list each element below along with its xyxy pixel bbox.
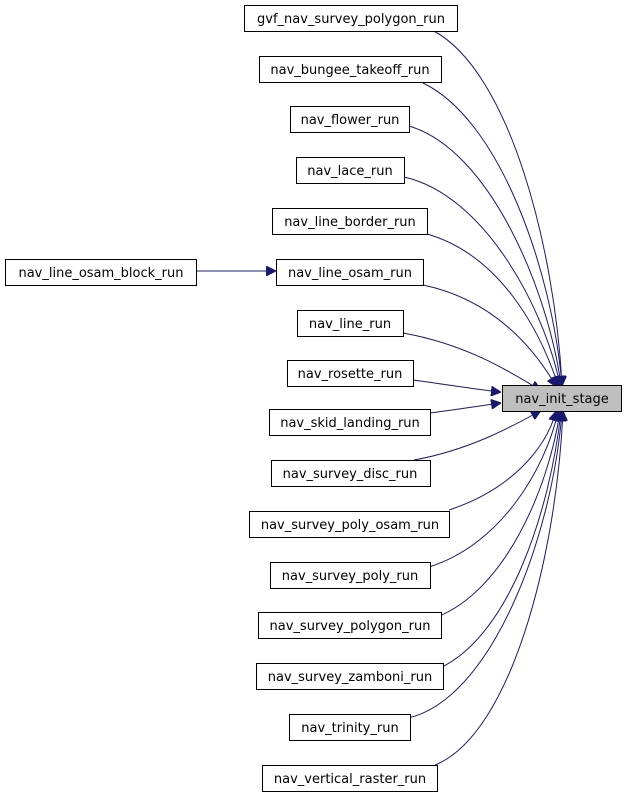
edge-nav-survey-poly-run [428,412,558,568]
node-nav-survey-poly-run[interactable]: nav_survey_poly_run [270,562,431,589]
node-nav-survey-polygon-run[interactable]: nav_survey_polygon_run [258,612,442,639]
node-label: nav_skid_landing_run [280,416,420,431]
node-label: nav_lace_run [307,164,392,179]
edge-nav-survey-disc-run [413,411,540,461]
node-nav-flower-run[interactable]: nav_flower_run [290,106,410,133]
node-nav-vertical-raster-run[interactable]: nav_vertical_raster_run [262,765,438,792]
node-label: nav_vertical_raster_run [274,772,426,787]
edge-nav-trinity-run [407,412,562,719]
node-nav-line-osam-block-run[interactable]: nav_line_osam_block_run [5,259,197,286]
node-label: nav_line_border_run [284,215,416,230]
edge-nav-survey-poly-osam-run [448,412,556,511]
edge-nav-survey-polygon-run [436,412,560,618]
node-label: nav_rosette_run [298,367,403,382]
node-nav-line-border-run[interactable]: nav_line_border_run [272,208,428,235]
node-nav-survey-disc-run[interactable]: nav_survey_disc_run [271,460,431,487]
node-label: nav_trinity_run [301,721,398,736]
node-nav-rosette-run[interactable]: nav_rosette_run [287,360,414,387]
edges [196,29,563,766]
node-label: gvf_nav_survey_polygon_run [257,12,445,27]
nodes: nav_init_stage gvf_nav_survey_polygon_ru… [5,5,622,792]
node-label: nav_survey_poly_run [282,569,418,584]
node-nav-skid-landing-run[interactable]: nav_skid_landing_run [269,409,431,436]
node-nav-bungee-takeoff-run[interactable]: nav_bungee_takeoff_run [259,56,442,83]
node-label: nav_survey_poly_osam_run [261,518,439,533]
edge-nav-survey-zamboni-run [439,412,561,669]
node-nav-init-stage[interactable]: nav_init_stage [502,385,622,412]
node-label: nav_line_osam_run [288,266,412,281]
node-label: nav_line_run [309,317,391,332]
edge-nav-lace-run [403,176,560,385]
node-label: nav_bungee_takeoff_run [270,63,429,78]
node-nav-line-osam-run[interactable]: nav_line_osam_run [276,259,424,286]
node-label: nav_line_osam_block_run [18,266,183,281]
edge-gvf-nav-survey-polygon-run [431,29,562,385]
edge-nav-rosette-run [412,379,500,392]
edge-nav-vertical-raster-run [434,412,563,766]
edge-nav-line-osam-run [422,284,556,386]
node-label: nav_init_stage [515,392,609,407]
node-nav-survey-zamboni-run[interactable]: nav_survey_zamboni_run [256,663,444,690]
node-label: nav_survey_zamboni_run [268,670,432,685]
node-nav-lace-run[interactable]: nav_lace_run [296,157,405,184]
node-label: nav_flower_run [301,113,400,128]
node-label: nav_survey_disc_run [283,467,418,482]
node-label: nav_survey_polygon_run [270,619,431,634]
node-gvf-nav-survey-polygon-run[interactable]: gvf_nav_survey_polygon_run [244,5,458,32]
edge-nav-skid-landing-run [429,403,500,414]
edge-nav-line-run [402,332,540,390]
node-nav-trinity-run[interactable]: nav_trinity_run [289,714,411,741]
node-nav-survey-poly-osam-run[interactable]: nav_survey_poly_osam_run [249,511,450,538]
node-nav-line-run[interactable]: nav_line_run [297,310,404,337]
edge-nav-flower-run [408,125,561,385]
edge-nav-line-border-run [426,233,558,385]
edge-nav-bungee-takeoff-run [422,82,562,385]
